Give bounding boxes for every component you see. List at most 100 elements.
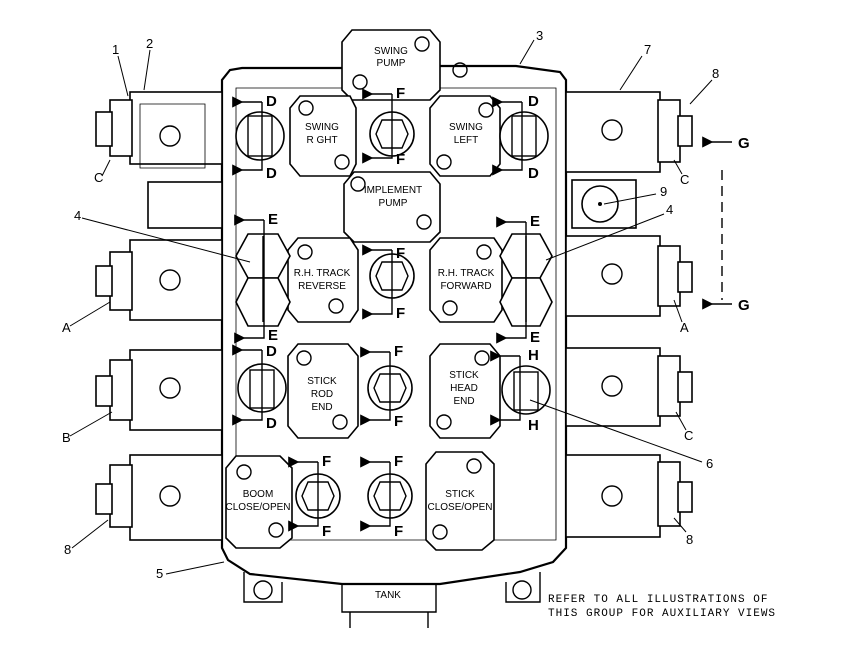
left-cap-row3	[95, 349, 223, 431]
svg-text:B: B	[62, 430, 71, 445]
svg-text:G: G	[738, 297, 750, 314]
svg-text:D: D	[528, 93, 539, 110]
implement-pump-block: IMPLEMENT PUMP	[343, 171, 441, 243]
top-mount-hole	[452, 62, 468, 78]
svg-text:F: F	[322, 523, 331, 540]
svg-text:D: D	[266, 343, 277, 360]
svg-text:D: D	[266, 415, 277, 432]
port-d-left-top	[235, 111, 285, 161]
swing-right-block: SWING R GHT	[289, 95, 357, 177]
svg-text:PUMP: PUMP	[377, 58, 406, 69]
svg-text:6: 6	[706, 456, 713, 471]
svg-text:3: 3	[536, 28, 543, 43]
port-h-right	[501, 365, 551, 415]
svg-text:C: C	[680, 172, 689, 187]
svg-text:PUMP: PUMP	[379, 198, 408, 209]
svg-text:STICK: STICK	[449, 370, 479, 381]
rh-track-forward-block: R.H. TRACK FORWARD	[429, 237, 503, 323]
svg-text:C: C	[94, 170, 103, 185]
svg-text:C: C	[684, 428, 693, 443]
svg-text:FORWARD: FORWARD	[440, 281, 491, 292]
tank-port: TANK	[341, 584, 437, 628]
flow-arrows	[232, 88, 732, 532]
stick-close-open-block: STICK CLOSE/OPEN	[425, 451, 495, 551]
svg-text:R.H. TRACK: R.H. TRACK	[438, 268, 495, 279]
svg-text:H: H	[528, 417, 539, 434]
svg-text:4: 4	[74, 208, 81, 223]
svg-text:F: F	[394, 453, 403, 470]
svg-text:SWING: SWING	[305, 122, 339, 133]
left-cap-aux	[147, 181, 223, 229]
svg-text:8: 8	[712, 66, 719, 81]
svg-text:STICK: STICK	[445, 489, 475, 500]
left-cap-row2	[95, 239, 223, 321]
svg-text:F: F	[396, 151, 405, 168]
left-cap-row1	[95, 91, 223, 169]
right-cap-row2	[565, 235, 693, 317]
port-d-right-top	[499, 111, 549, 161]
callouts: 1 2 3 7 8 C C 9 4 4 A A B C 6 8 8 5	[62, 28, 719, 581]
mounting-foot-right	[505, 572, 541, 603]
port-e-left	[235, 233, 291, 327]
boom-close-open-block: BOOM CLOSE/OPEN	[225, 455, 293, 549]
svg-text:STICK: STICK	[307, 376, 337, 387]
auxiliary-views-note: REFER TO ALL ILLUSTRATIONS OF THIS GROUP…	[548, 594, 776, 620]
svg-text:2: 2	[146, 36, 153, 51]
svg-text:F: F	[396, 305, 405, 322]
svg-text:F: F	[396, 245, 405, 262]
valve-body-inner-outline	[235, 87, 557, 541]
svg-text:BOOM: BOOM	[243, 489, 274, 500]
svg-text:E: E	[268, 327, 278, 344]
svg-text:1: 1	[112, 42, 119, 57]
svg-text:4: 4	[666, 202, 673, 217]
tank-label: TANK	[375, 590, 401, 601]
svg-text:9: 9	[660, 184, 667, 199]
svg-text:D: D	[266, 165, 277, 182]
port-letters: D D F F D D E E F F E E D D F F H H F F …	[266, 85, 750, 540]
svg-text:SWING: SWING	[374, 46, 408, 57]
left-cap-row4	[95, 454, 223, 541]
svg-text:A: A	[62, 320, 71, 335]
swing-pump-block: SWING PUMP	[341, 29, 441, 101]
svg-text:F: F	[322, 453, 331, 470]
right-cap-row4	[565, 454, 693, 538]
svg-text:E: E	[530, 329, 540, 346]
svg-text:F: F	[394, 413, 403, 430]
svg-text:R GHT: R GHT	[306, 135, 337, 146]
svg-text:CLOSE/OPEN: CLOSE/OPEN	[427, 502, 492, 513]
svg-text:F: F	[394, 523, 403, 540]
stick-rod-end-block: STICK ROD END	[287, 343, 359, 439]
svg-text:G: G	[738, 135, 750, 152]
svg-text:THIS GROUP FOR AUXILIARY VIEWS: THIS GROUP FOR AUXILIARY VIEWS	[548, 608, 776, 620]
right-cap-row3	[565, 347, 693, 427]
svg-text:SWING: SWING	[449, 122, 483, 133]
svg-text:IMPLEMENT: IMPLEMENT	[364, 185, 422, 196]
svg-text:8: 8	[686, 532, 693, 547]
svg-text:REVERSE: REVERSE	[298, 281, 346, 292]
svg-text:REFER TO ALL ILLUSTRATIONS OF: REFER TO ALL ILLUSTRATIONS OF	[548, 594, 768, 606]
svg-text:CLOSE/OPEN: CLOSE/OPEN	[225, 502, 290, 513]
svg-text:F: F	[396, 85, 405, 102]
right-cap-row1	[565, 91, 693, 173]
svg-text:END: END	[453, 396, 474, 407]
svg-text:D: D	[266, 93, 277, 110]
right-spool-caps	[565, 91, 693, 538]
svg-text:E: E	[268, 211, 278, 228]
svg-text:7: 7	[644, 42, 651, 57]
mounting-foot-left	[243, 572, 283, 603]
svg-text:R.H. TRACK: R.H. TRACK	[294, 268, 351, 279]
svg-text:LEFT: LEFT	[454, 135, 478, 146]
svg-text:D: D	[528, 165, 539, 182]
stick-head-end-block: STICK HEAD END	[429, 343, 501, 439]
swing-left-block: SWING LEFT	[429, 95, 501, 177]
svg-text:8: 8	[64, 542, 71, 557]
left-spool-caps	[95, 91, 223, 541]
svg-text:E: E	[530, 213, 540, 230]
svg-text:HEAD: HEAD	[450, 383, 478, 394]
svg-text:F: F	[394, 343, 403, 360]
rh-track-reverse-block: R.H. TRACK REVERSE	[287, 237, 359, 323]
aux-plug	[581, 185, 619, 223]
svg-text:H: H	[528, 347, 539, 364]
svg-text:5: 5	[156, 566, 163, 581]
